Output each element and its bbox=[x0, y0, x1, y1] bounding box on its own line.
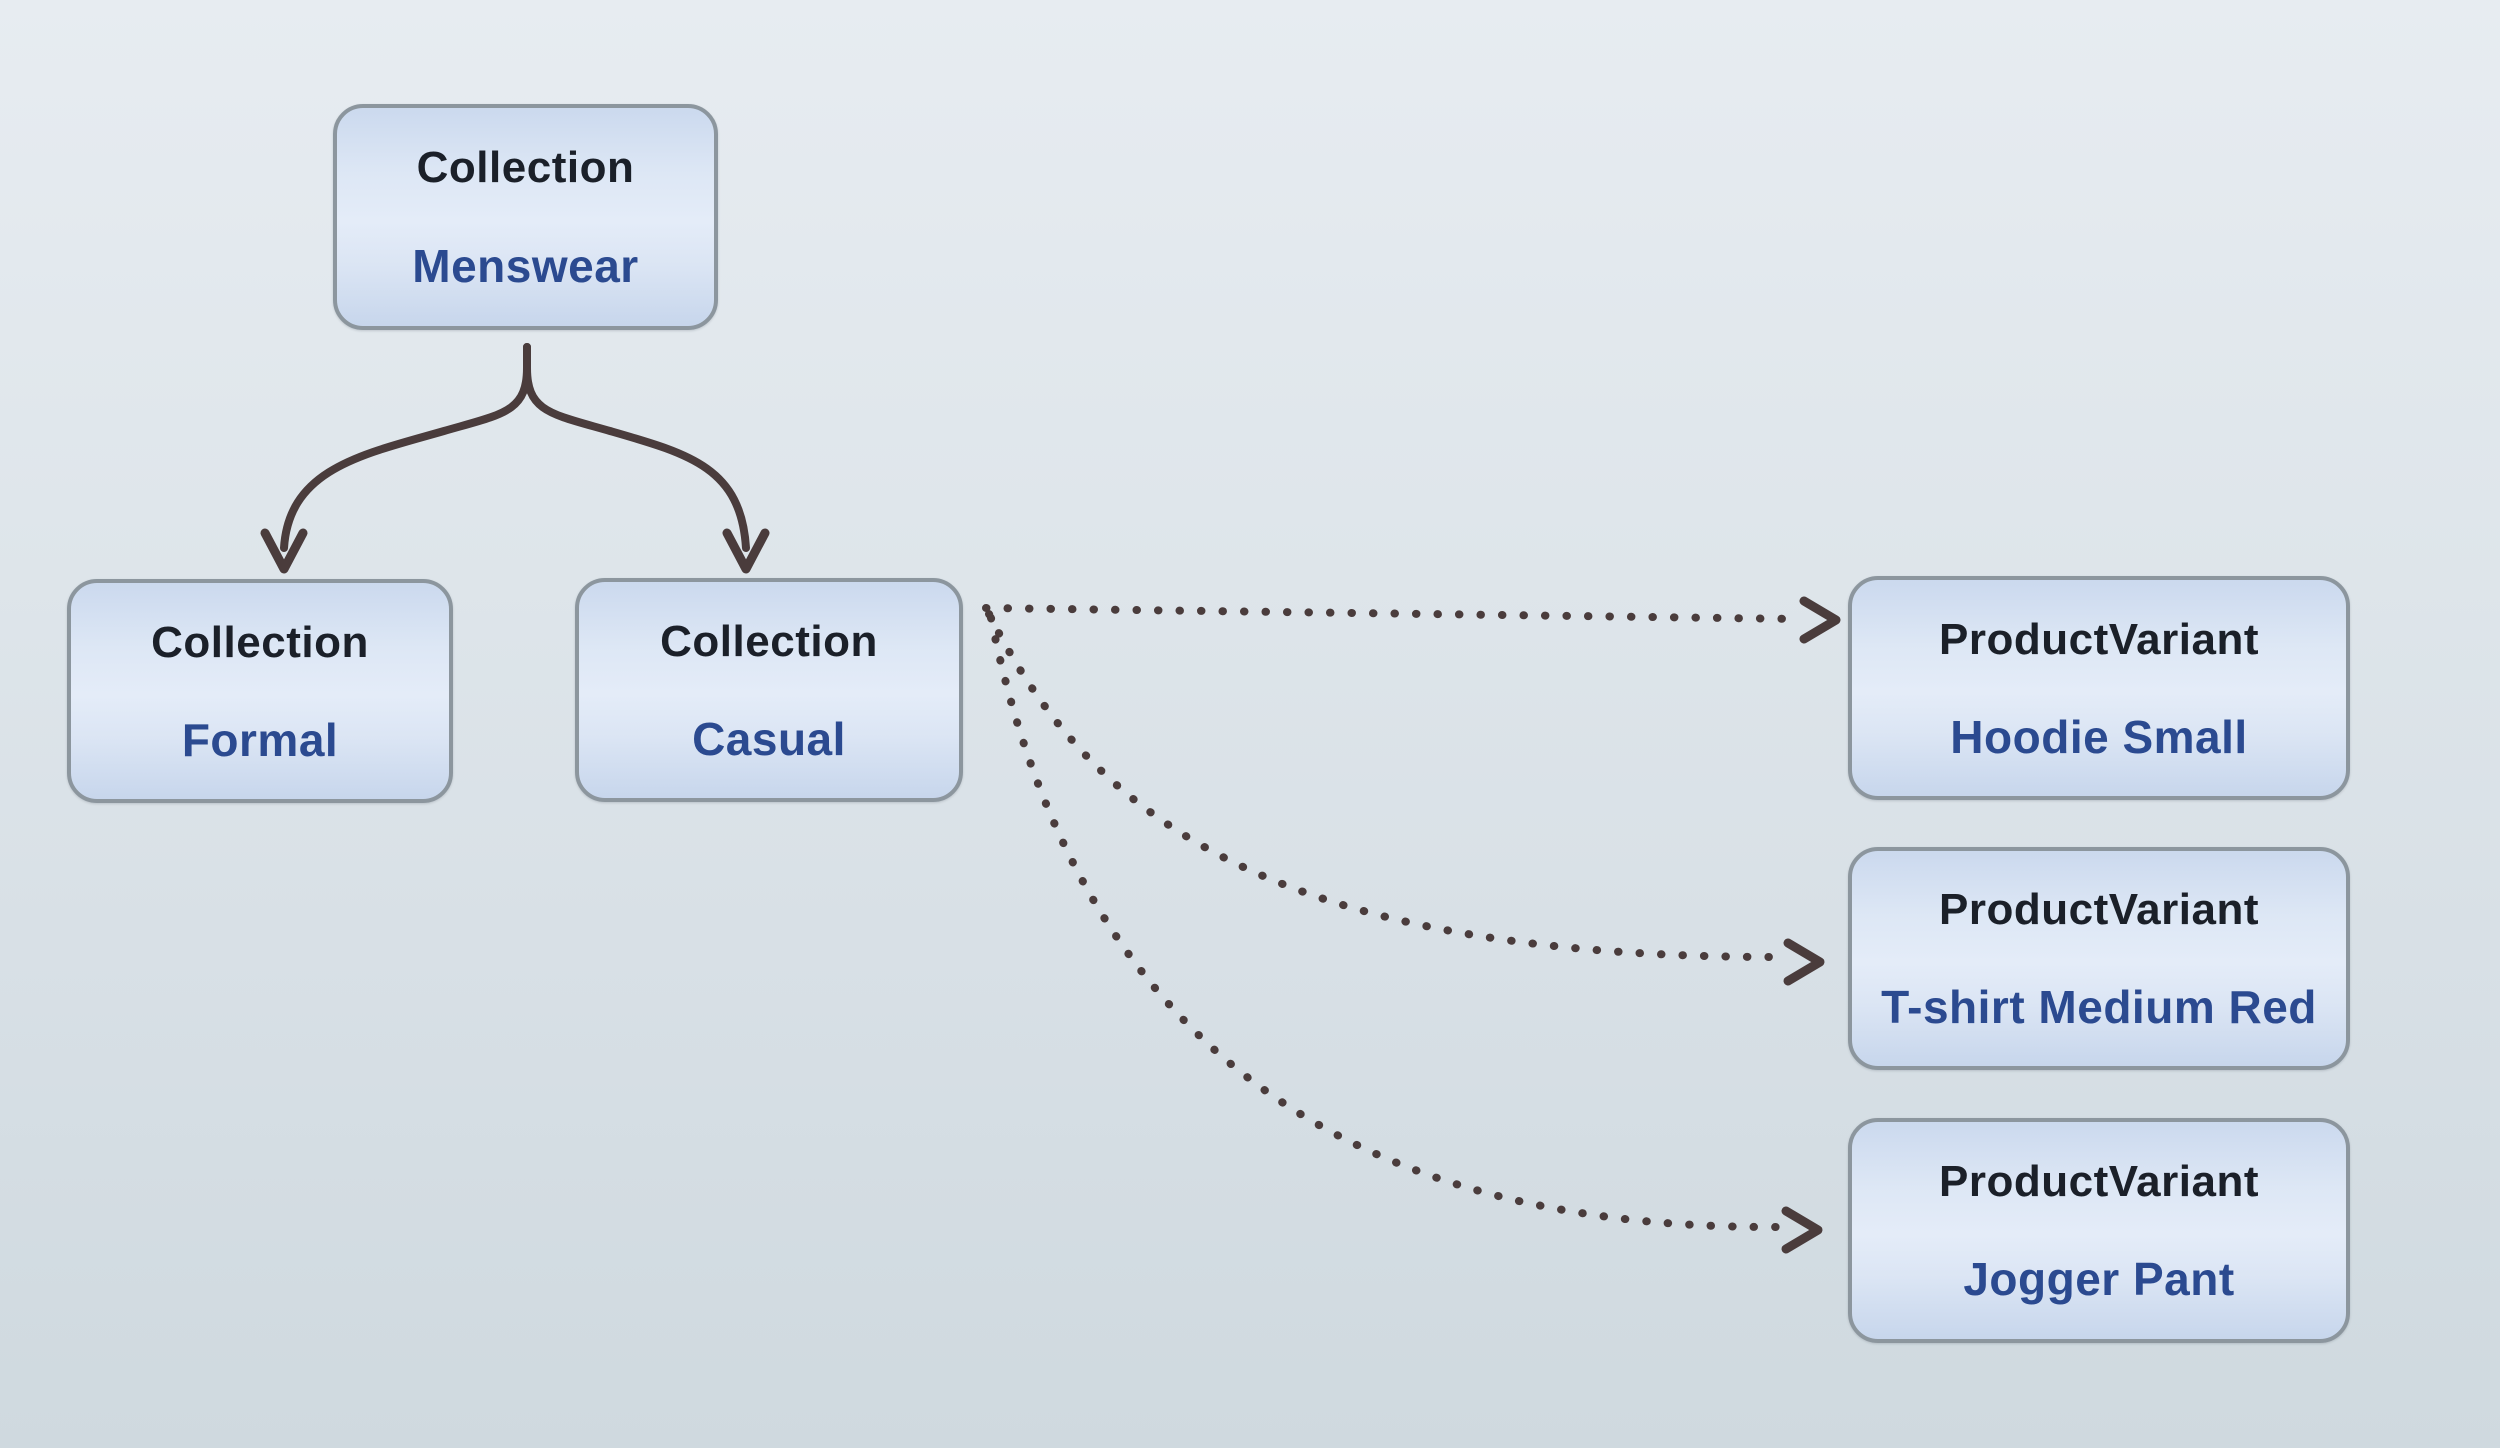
node-label: Formal bbox=[181, 713, 339, 766]
edge-casual-tshirt bbox=[985, 610, 1786, 962]
node-type: ProductVariant bbox=[1939, 1156, 2259, 1206]
node-label: Casual bbox=[692, 712, 846, 765]
node-productvariant-jogger-pant: ProductVariant Jogger Pant bbox=[1848, 1118, 2350, 1343]
node-collection-formal: Collection Formal bbox=[67, 579, 453, 803]
node-type: ProductVariant bbox=[1939, 885, 2259, 935]
node-type: Collection bbox=[660, 616, 878, 666]
node-label: T-shirt Medium Red bbox=[1881, 981, 2317, 1033]
node-productvariant-hoodie-small: ProductVariant Hoodie Small bbox=[1848, 576, 2350, 800]
node-label: Hoodie Small bbox=[1950, 710, 2248, 763]
edge-menswear-casual bbox=[523, 343, 750, 552]
node-label: Menswear bbox=[412, 239, 639, 292]
arrowhead-tshirt bbox=[1783, 938, 1825, 986]
arrowhead-formal bbox=[260, 528, 308, 574]
node-type: Collection bbox=[151, 617, 369, 667]
edge-menswear-formal bbox=[280, 343, 531, 552]
arrowhead-casual bbox=[722, 528, 770, 574]
node-label: Jogger Pant bbox=[1963, 1253, 2235, 1306]
arrowhead-jogger bbox=[1781, 1206, 1823, 1254]
arrowhead-hoodie bbox=[1799, 596, 1841, 644]
node-collection-casual: Collection Casual bbox=[575, 578, 963, 802]
node-type: Collection bbox=[416, 142, 635, 192]
node-type: ProductVariant bbox=[1939, 614, 2259, 664]
edge-casual-hoodie bbox=[982, 604, 1800, 623]
node-productvariant-tshirt-medium-red: ProductVariant T-shirt Medium Red bbox=[1848, 847, 2350, 1070]
edge-casual-jogger bbox=[987, 614, 1784, 1232]
node-collection-menswear: Collection Menswear bbox=[333, 104, 718, 330]
